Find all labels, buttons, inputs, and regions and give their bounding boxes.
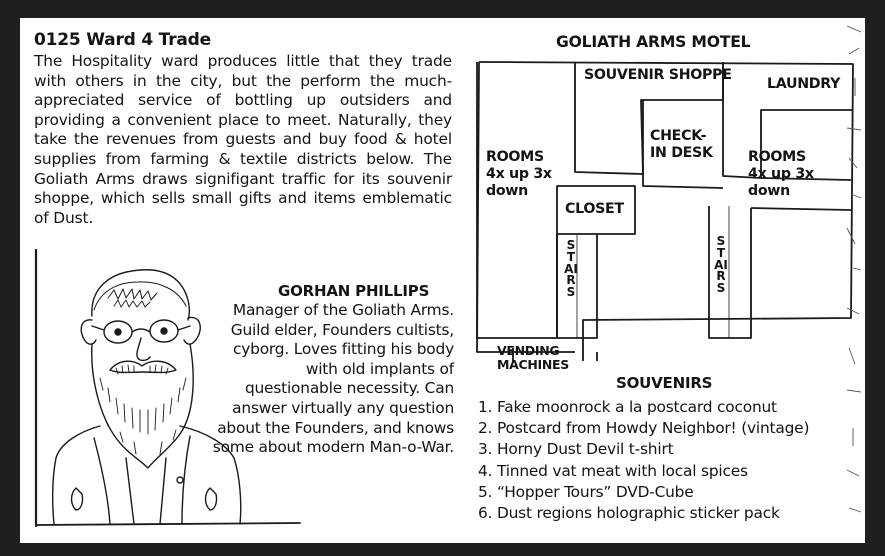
map-label-laundry: LAUNDRY bbox=[767, 76, 841, 92]
souvenirs-list: 1. Fake moonrock a la postcard coconut 2… bbox=[478, 397, 809, 524]
document-page: 0125 Ward 4 Trade The Hospitality ward p… bbox=[20, 18, 865, 543]
map-label-stairs-right: STAIRS bbox=[714, 234, 728, 296]
list-item: 2. Postcard from Howdy Neighbor! (vintag… bbox=[478, 419, 810, 438]
scan-edge-scribbles bbox=[846, 25, 862, 513]
list-item: 4. Tinned vat meat with local spices bbox=[478, 461, 748, 480]
map-label-rooms-left: ROOMS 4x up 3x down bbox=[486, 149, 552, 199]
map-label-closet: CLOSET bbox=[565, 201, 624, 217]
list-item: 3. Horny Dust Devil t-shirt bbox=[478, 440, 674, 459]
portrait-illustration bbox=[34, 248, 301, 528]
section-heading: 0125 Ward 4 Trade bbox=[34, 30, 211, 50]
souvenirs-title: SOUVENIRS bbox=[616, 374, 713, 392]
intro-paragraph: The Hospitality ward produces little tha… bbox=[34, 52, 452, 227]
npc-name: GORHAN PHILLIPS bbox=[278, 282, 430, 300]
map-label-rooms-right: ROOMS 4x up 3x down bbox=[748, 149, 814, 199]
map-label-vending-machines: VENDING MACHINES bbox=[497, 343, 570, 372]
list-item: 6. Dust regions holographic sticker pack bbox=[478, 504, 780, 523]
map-title: GOLIATH ARMS MOTEL bbox=[556, 33, 751, 51]
map-label-stairs-left: STAIRS bbox=[564, 238, 578, 300]
motel-floor-plan bbox=[476, 61, 854, 361]
list-item: 5. “Hopper Tours” DVD-Cube bbox=[478, 482, 694, 501]
map-label-check-in-desk: CHECK- IN DESK bbox=[650, 128, 713, 161]
npc-description: Manager of the Goliath Arms. Guild elder… bbox=[212, 301, 454, 457]
map-label-souvenir-shoppe: SOUVENIR SHOPPE bbox=[584, 67, 732, 83]
list-item: 1. Fake moonrock a la postcard coconut bbox=[478, 398, 777, 416]
